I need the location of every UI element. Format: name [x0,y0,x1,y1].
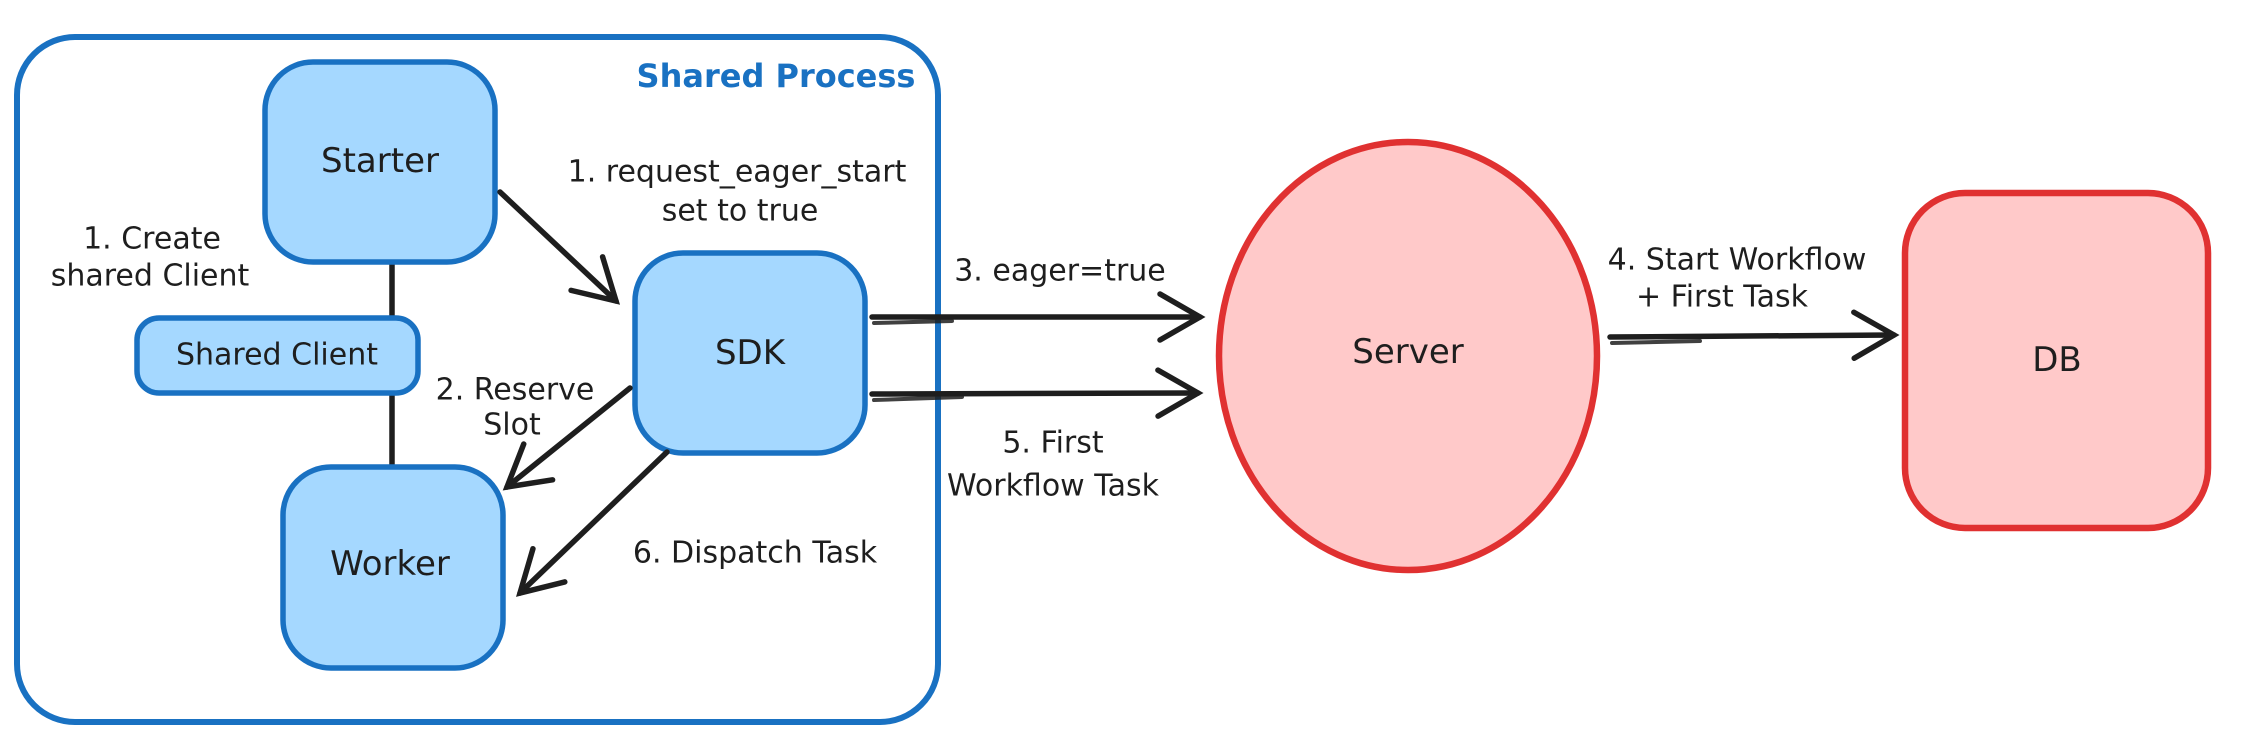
server-label: Server [1352,332,1464,372]
worker-node [280,464,506,671]
shared-client-node [134,315,421,396]
annotation-request-eager-start-line2: set to true [662,194,819,229]
arrow-start-workflow-sketch-stroke [1610,339,1702,345]
annotation-start-workflow-line1: 4. Start Workflow [1608,243,1867,278]
worker-label: Worker [330,544,450,584]
annotation-create-shared-client-line2: shared Client [51,259,250,294]
server-node [1215,138,1601,574]
sdk-label: SDK [715,333,787,373]
arrow-eager-true-sketch-stroke [872,319,954,325]
arrow-dispatch-task [516,449,670,597]
annotation-reserve-slot-line2: Slot [483,408,541,443]
arrow-first-workflow-task [869,367,1204,419]
db-label: DB [2032,340,2082,380]
sdk-node [632,250,868,456]
annotation-dispatch-task: 6. Dispatch Task [633,536,878,571]
annotation-create-shared-client-line1: 1. Create [83,222,221,257]
arrow-reserve-slot [502,385,633,491]
shared-process-container [14,34,941,725]
arrow-start-workflow [1607,309,1900,362]
shared-process-label: Shared Process [637,57,916,95]
annotation-start-workflow-line2: + First Task [1636,280,1809,315]
arrow-first-workflow-task-sketch-stroke [872,395,964,402]
annotation-eager-true: 3. eager=true [954,254,1166,289]
shared-client-label: Shared Client [176,338,378,373]
annotation-reserve-slot-line1: 2. Reserve [436,373,595,408]
annotation-first-workflow-task-line1: 5. First [1002,426,1104,461]
db-node [1901,189,2212,532]
annotation-request-eager-start-line1: 1. request_eager_start [568,155,907,190]
starter-node [262,59,498,265]
arrow-request-eager-start [497,189,621,305]
annotation-first-workflow-task-line2: Workflow Task [947,469,1160,504]
starter-label: Starter [321,141,439,181]
